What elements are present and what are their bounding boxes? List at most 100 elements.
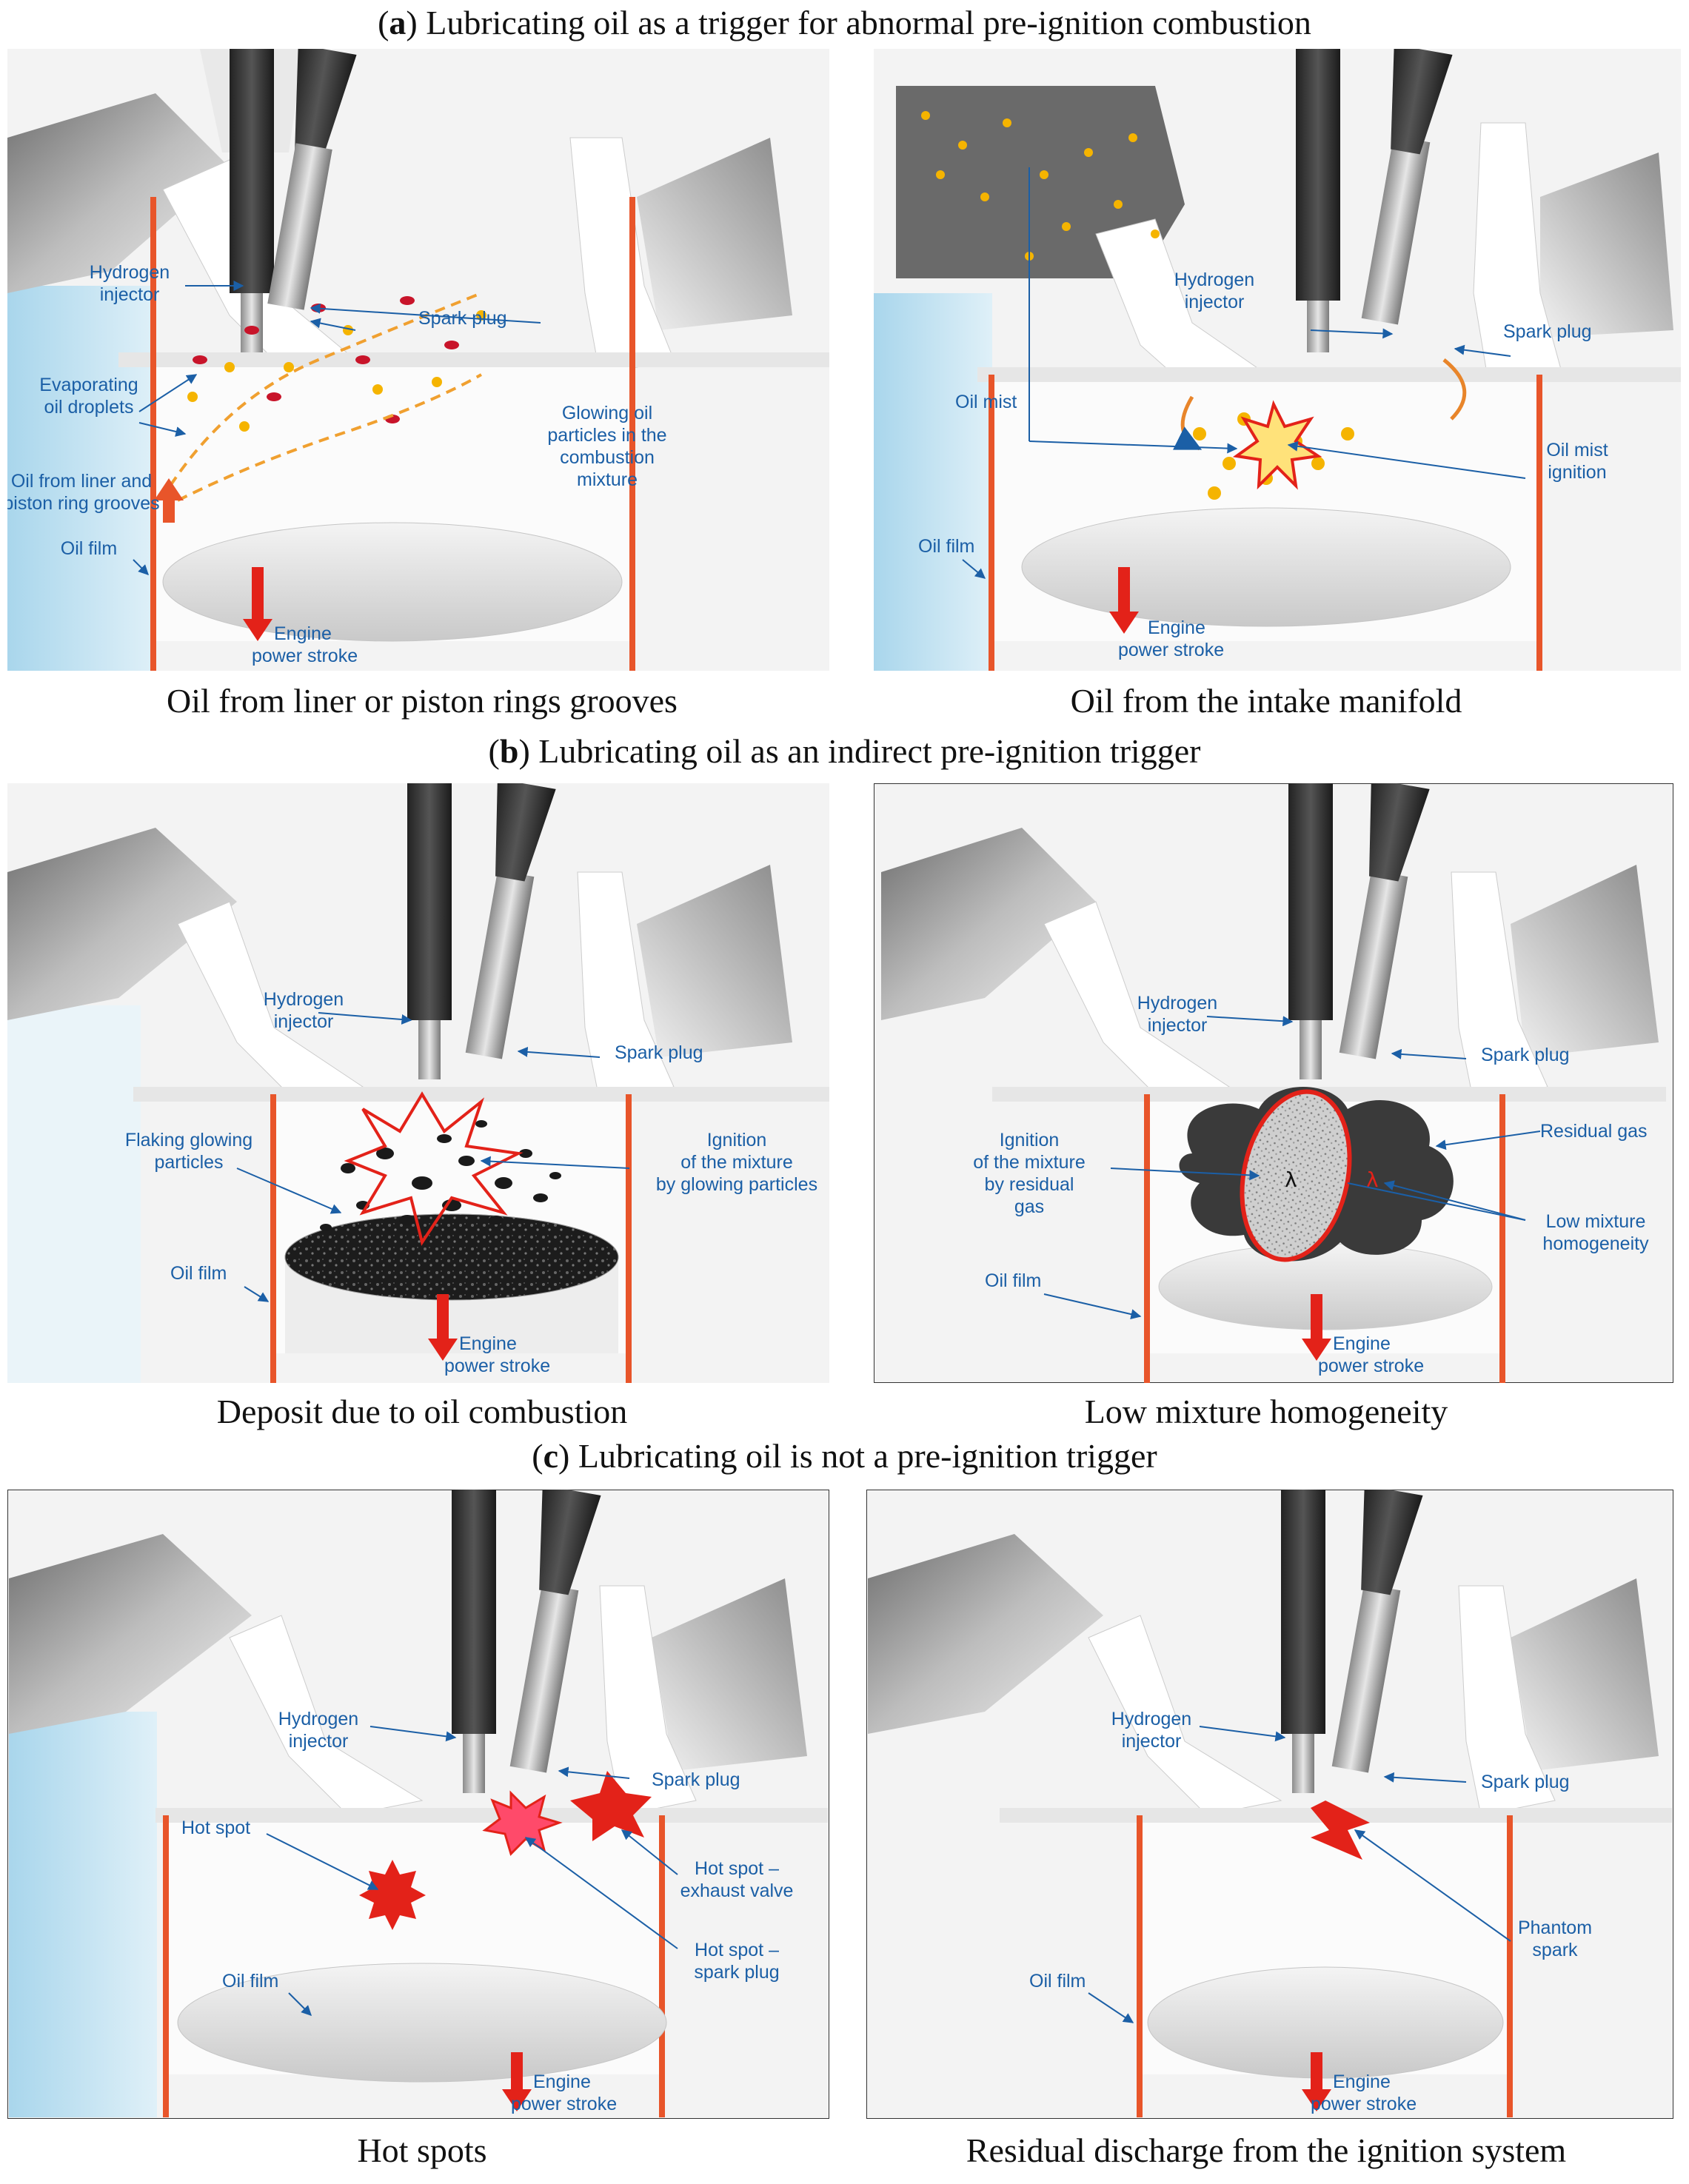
hydrogen-injector-body bbox=[452, 1490, 496, 1734]
piston bbox=[177, 1963, 667, 2083]
spark-plug-body bbox=[465, 870, 535, 1059]
phantom-spark-icon bbox=[1311, 1801, 1370, 1860]
caption-a-right: Oil from the intake manifold bbox=[1070, 682, 1462, 720]
liner-left bbox=[1144, 1094, 1150, 1383]
hydrogen-injector-body bbox=[230, 49, 274, 293]
caption-c-left: Hot spots bbox=[357, 2131, 487, 2169]
coolant-jacket bbox=[7, 286, 155, 671]
liner-right bbox=[1507, 1815, 1513, 2117]
exhaust-port bbox=[1540, 153, 1673, 338]
label-oil-film: Oil film bbox=[1029, 1971, 1086, 1992]
exhaust-port bbox=[1511, 865, 1659, 1057]
lambda-symbol: λ bbox=[1366, 1168, 1379, 1192]
liner-left bbox=[163, 1815, 169, 2117]
label-spark-plug: Spark plug bbox=[1481, 1045, 1570, 1065]
label-hot-spot-spark-plug: Hot spot –spark plug bbox=[694, 1940, 779, 1983]
liner-left bbox=[989, 375, 994, 671]
liner-left bbox=[150, 197, 156, 671]
piston bbox=[1158, 1243, 1493, 1330]
hydrogen-injector-body bbox=[1296, 49, 1340, 301]
liner-right bbox=[659, 1815, 665, 2117]
caption-a-left: Oil from liner or piston rings grooves bbox=[167, 682, 678, 720]
label-spark-plug: Spark plug bbox=[1481, 1772, 1570, 1792]
intake-valve bbox=[1088, 1615, 1282, 1816]
intake-valve bbox=[229, 1615, 424, 1816]
liner-right bbox=[1536, 375, 1542, 671]
label-residual-gas: Residual gas bbox=[1540, 1121, 1648, 1142]
piston bbox=[1147, 1966, 1504, 2079]
caption-b-right: Low mixture homogeneity bbox=[1084, 1393, 1448, 1430]
lambda-symbol: λ bbox=[1285, 1168, 1297, 1192]
intake-port bbox=[9, 1534, 252, 1734]
exhaust-port bbox=[1511, 1578, 1659, 1771]
section-title-c: (c) Lubricating oil is not a pre-ignitio… bbox=[532, 1437, 1157, 1475]
liner-left bbox=[1137, 1815, 1143, 2117]
hydrogen-injector-body bbox=[1288, 783, 1333, 1020]
spark-plug-body bbox=[1339, 870, 1408, 1059]
section-title-a: (a) Lubricating oil as a trigger for abn… bbox=[378, 4, 1311, 41]
power-stroke-arrow bbox=[243, 567, 272, 641]
label-oil-film: Oil film bbox=[985, 1270, 1041, 1291]
power-stroke-arrow bbox=[428, 1294, 458, 1361]
intake-port bbox=[868, 1534, 1103, 1734]
oil-mist-ignition-burst bbox=[1232, 400, 1322, 490]
exhaust-port bbox=[637, 138, 792, 330]
label-oil-film: Oil film bbox=[170, 1263, 227, 1284]
exhaust-port bbox=[637, 865, 792, 1057]
intake-port bbox=[881, 828, 1096, 1020]
spark-plug-body bbox=[509, 1584, 579, 1773]
label-spark-plug: Spark plug bbox=[652, 1769, 740, 1790]
liner-right bbox=[626, 1094, 632, 1383]
piston bbox=[162, 522, 623, 642]
piston bbox=[1021, 507, 1511, 627]
oil-rise-arrow bbox=[154, 478, 184, 523]
hydrogen-injector-body bbox=[407, 783, 452, 1020]
power-stroke-arrow bbox=[1302, 2052, 1331, 2111]
liner-right bbox=[629, 197, 635, 671]
glowing-particles bbox=[320, 1120, 561, 1231]
label-spark-plug: Spark plug bbox=[1503, 321, 1592, 342]
label-spark-plug: Spark plug bbox=[418, 308, 507, 329]
label-hot-spot: Hot spot bbox=[181, 1818, 250, 1838]
label-spark-plug: Spark plug bbox=[615, 1042, 703, 1063]
caption-c-right: Residual discharge from the ignition sys… bbox=[966, 2131, 1567, 2169]
spark-plug-cap bbox=[295, 49, 357, 155]
power-stroke-arrow bbox=[502, 2052, 532, 2111]
exhaust-valve bbox=[599, 1585, 697, 1816]
exhaust-valve bbox=[1458, 1585, 1556, 1816]
coolant-jacket bbox=[874, 293, 992, 671]
coolant-jacket bbox=[9, 1712, 157, 2117]
intake-port bbox=[7, 93, 230, 293]
liner-right bbox=[1499, 1094, 1505, 1383]
